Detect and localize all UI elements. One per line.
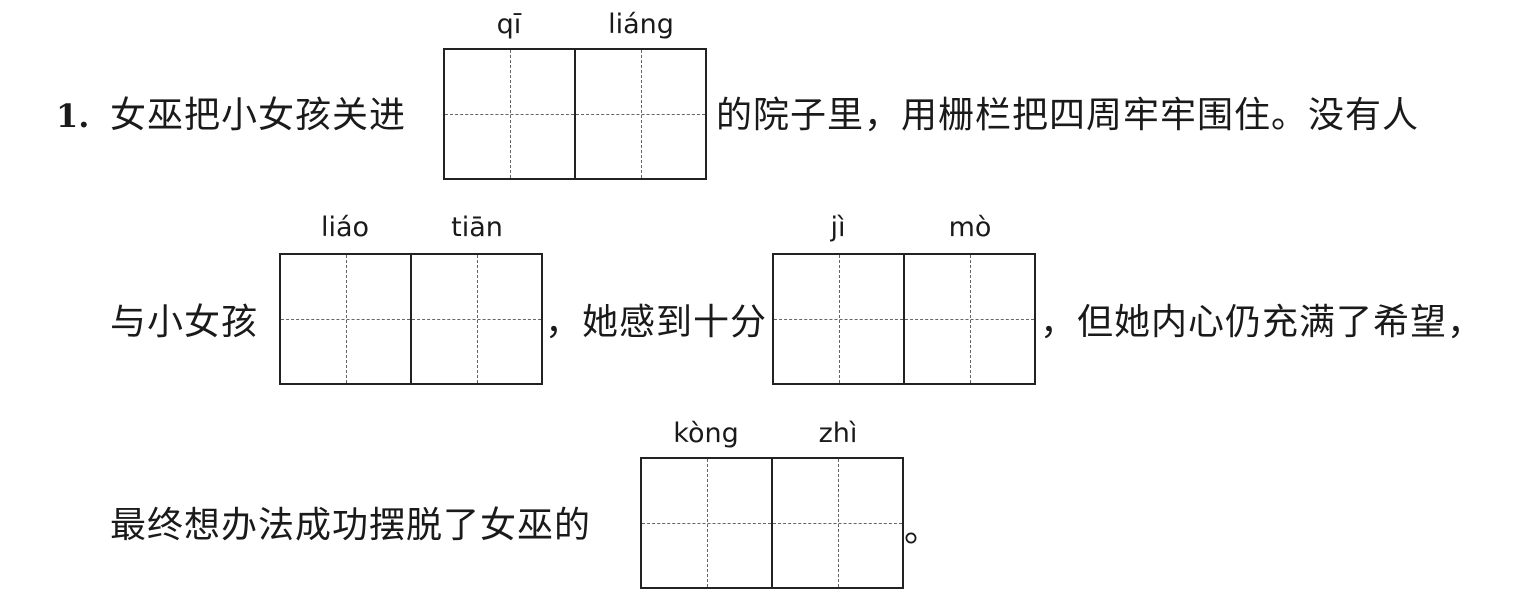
pinyin-label: zhì	[818, 418, 858, 449]
answer-cell[interactable]	[411, 253, 543, 385]
answer-cell[interactable]	[772, 457, 904, 589]
sentence-segment: 最终想办法成功摆脱了女巫的	[110, 505, 592, 546]
pinyin-label: mò	[948, 212, 992, 243]
sentence-segment: 女巫把小女孩关进	[110, 95, 407, 136]
sentence-segment: ，她感到十分	[545, 302, 768, 343]
answer-cell[interactable]	[279, 253, 411, 385]
answer-cell[interactable]	[640, 457, 772, 589]
sentence-segment: 与小女孩	[110, 302, 259, 343]
pinyin-label: tiān	[451, 212, 503, 243]
answer-cell[interactable]	[904, 253, 1036, 385]
pinyin-label: kòng	[673, 418, 739, 449]
answer-cell[interactable]	[443, 48, 575, 180]
pinyin-label: jì	[830, 212, 846, 243]
sentence-segment: ，但她内心仍充满了希望，	[1040, 302, 1485, 343]
sentence-segment: 的院子里，用栅栏把四周牢牢围住。没有人	[716, 95, 1420, 136]
question-number: 1.	[56, 97, 90, 135]
pinyin-label: liáng	[608, 9, 674, 40]
answer-cell[interactable]	[772, 253, 904, 385]
sentence-segment: 。	[904, 509, 942, 550]
answer-cell[interactable]	[575, 48, 707, 180]
pinyin-label: liáo	[320, 212, 370, 243]
pinyin-label: qī	[496, 9, 522, 40]
